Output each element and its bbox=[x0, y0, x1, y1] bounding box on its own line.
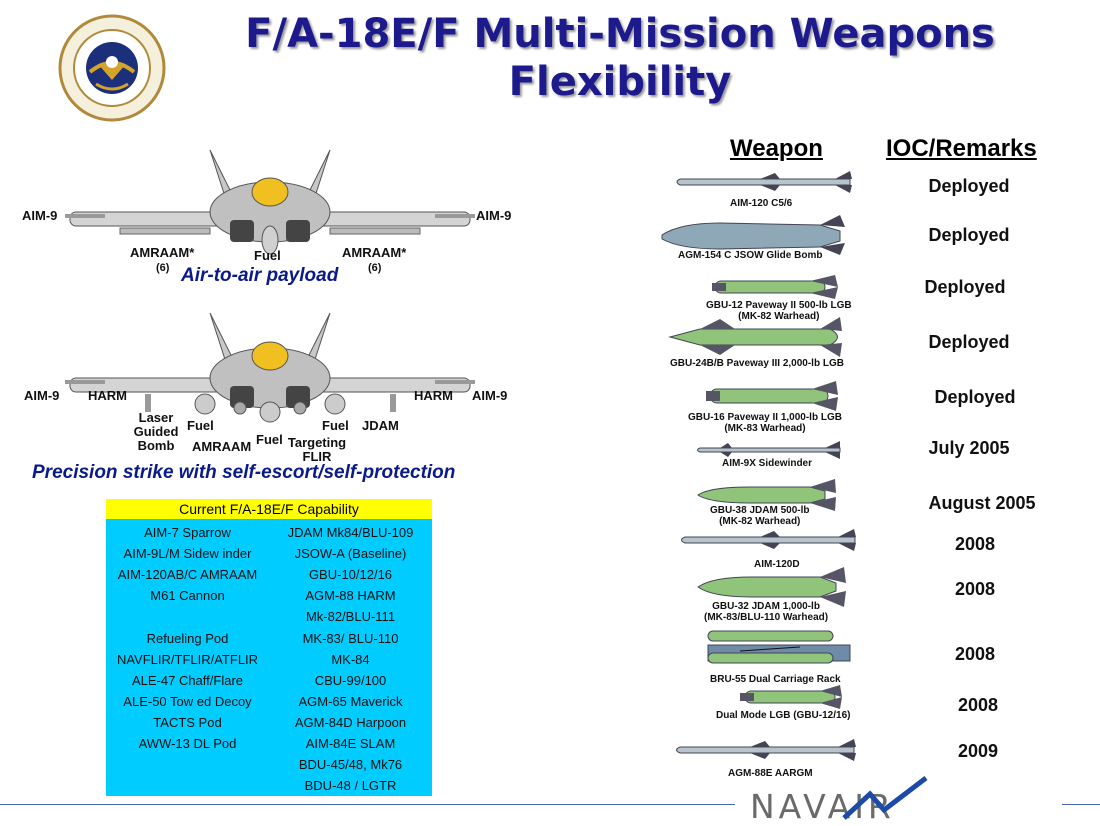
weapon-label-gbu16: GBU-16 Paveway II 1,000-lb LGB (MK-83 Wa… bbox=[688, 412, 842, 434]
capability-table-header: Current F/A-18E/F Capability bbox=[106, 499, 432, 519]
aim120c-missile-icon bbox=[676, 171, 852, 193]
capability-right-cell: AGM-84D Harpoon bbox=[294, 714, 407, 730]
weapon-label-dual-mode-lgb: Dual Mode LGB (GBU-12/16) bbox=[716, 710, 851, 721]
capability-left-cell: Refueling Pod bbox=[146, 630, 229, 646]
ioc-aargm: 2009 bbox=[957, 741, 999, 761]
fuel-right-label: Fuel bbox=[322, 418, 349, 433]
bru55-rack-icon bbox=[707, 630, 851, 664]
air-to-air-caption: Air-to-air payload bbox=[181, 265, 339, 286]
jdam-label: JDAM bbox=[362, 418, 399, 433]
gbu38-bomb-icon bbox=[697, 479, 836, 511]
aim9-right-strike-label: AIM-9 bbox=[472, 388, 508, 403]
capability-left-cell: NAVFLIR/TFLIR/ATFLIR bbox=[116, 651, 259, 667]
ioc-bru55: 2008 bbox=[954, 644, 996, 664]
capability-right-cell: MK-83/ BLU-110 bbox=[302, 630, 399, 646]
gbu24-bomb-icon bbox=[668, 317, 842, 357]
capability-right-cell: AGM-88 HARM bbox=[305, 588, 396, 604]
capability-right-cell: JSOW-A (Baseline) bbox=[294, 546, 407, 562]
capability-left-cell: M61 Cannon bbox=[150, 588, 225, 604]
weapon-label-bru55: BRU-55 Dual Carriage Rack bbox=[710, 674, 841, 685]
aim120d-missile-icon bbox=[681, 529, 856, 551]
weapon-column-header: Weapon bbox=[730, 135, 823, 162]
capability-left-cell: ALE-47 Chaff/Flare bbox=[131, 672, 244, 688]
capability-right-cell: BDU-48 / LGTR bbox=[304, 778, 397, 794]
ioc-aim120d: 2008 bbox=[954, 534, 996, 554]
capability-right-cell: BDU-45/48, Mk76 bbox=[298, 757, 403, 773]
capability-right-cell: MK-84 bbox=[331, 651, 370, 667]
aim9-left-strike-label: AIM-9 bbox=[24, 388, 60, 403]
title-line-1: F/A-18E/F Multi-Mission Weapons bbox=[245, 11, 995, 57]
aircraft-air-to-air-illustration bbox=[65, 149, 475, 255]
capability-left-cell: ALE-50 Tow ed Decoy bbox=[123, 693, 252, 709]
aim9-right-label: AIM-9 bbox=[476, 208, 512, 223]
ioc-aim9x: July 2005 bbox=[928, 438, 1010, 458]
capability-table: Current F/A-18E/F Capability AIM-7 Sparr… bbox=[106, 499, 432, 796]
dual-mode-lgb-icon bbox=[740, 685, 842, 709]
capability-right-cell: Mk-82/BLU-111 bbox=[305, 609, 396, 625]
ioc-aim120c: Deployed bbox=[928, 176, 1010, 196]
targeting-flir-label: Targeting FLIR bbox=[287, 435, 347, 464]
laser-guided-bomb-label: Laser Guided Bomb bbox=[133, 410, 179, 453]
amraam-right-count: (6) bbox=[368, 262, 382, 274]
fuel-top-label: Fuel bbox=[254, 248, 281, 263]
precision-strike-caption: Precision strike with self-escort/self-p… bbox=[32, 462, 456, 483]
title-line-2: Flexibility bbox=[508, 59, 732, 105]
aircraft-strike-illustration bbox=[65, 312, 475, 423]
gbu32-bomb-icon bbox=[697, 567, 846, 607]
aim9x-missile-icon bbox=[697, 441, 841, 459]
aim9-left-label: AIM-9 bbox=[22, 208, 58, 223]
fuel-center-label: Fuel bbox=[256, 432, 283, 447]
amraam-left-count: (6) bbox=[156, 262, 170, 274]
capability-left-cell: AIM-120AB/C AMRAAM bbox=[117, 567, 258, 583]
weapon-label-aargm: AGM-88E AARGM bbox=[728, 768, 813, 779]
capability-left-cell: TACTS Pod bbox=[153, 714, 222, 730]
gbu12-bomb-icon bbox=[712, 275, 838, 299]
weapon-illustrations bbox=[661, 171, 856, 761]
ioc-gbu38: August 2005 bbox=[928, 493, 1036, 513]
aargm-missile-icon bbox=[676, 739, 856, 761]
navair-swoosh-icon bbox=[842, 776, 928, 820]
weapon-label-aim120c: AIM-120 C5/6 bbox=[730, 198, 793, 209]
harm-right-label: HARM bbox=[414, 388, 453, 403]
ioc-gbu16: Deployed bbox=[934, 387, 1016, 407]
ioc-jsow: Deployed bbox=[928, 225, 1010, 245]
page-title: F/A-18E/F Multi-Mission Weapons Flexibil… bbox=[170, 10, 1070, 106]
amraam-right-label: AMRAAM* bbox=[342, 245, 407, 260]
amraam-strike-label: AMRAAM bbox=[192, 439, 252, 454]
ioc-column-header: IOC/Remarks bbox=[886, 135, 1037, 162]
footer-rule-left bbox=[0, 804, 735, 805]
weapon-label-gbu24: GBU-24B/B Paveway III 2,000-lb LGB bbox=[670, 358, 844, 369]
capability-left-cell: AIM-7 Sparrow bbox=[144, 525, 231, 540]
weapon-label-gbu38: GBU-38 JDAM 500-lb (MK-82 Warhead) bbox=[710, 505, 810, 527]
weapon-label-gbu12: GBU-12 Paveway II 500-lb LGB (MK-82 Warh… bbox=[706, 300, 852, 322]
capability-left-cell: AIM-9L/M Sidew inder bbox=[123, 546, 252, 562]
fuel-left-label: Fuel bbox=[187, 418, 214, 433]
navy-seal-logo bbox=[58, 14, 166, 122]
capability-right-cell: AGM-65 Maverick bbox=[298, 693, 403, 709]
capability-right-cell: GBU-10/12/16 bbox=[308, 567, 393, 583]
weapon-label-aim120d: AIM-120D bbox=[754, 559, 800, 570]
harm-left-label: HARM bbox=[88, 388, 127, 403]
ioc-gbu24: Deployed bbox=[928, 332, 1010, 352]
weapon-label-gbu32: GBU-32 JDAM 1,000-lb (MK-83/BLU-110 Warh… bbox=[704, 601, 829, 623]
ioc-dual-mode-lgb: 2008 bbox=[957, 695, 999, 715]
jsow-glide-bomb-icon bbox=[661, 215, 845, 255]
capability-right-cell: AIM-84E SLAM bbox=[305, 736, 396, 751]
ioc-gbu12: Deployed bbox=[924, 277, 1006, 297]
amraam-left-label: AMRAAM* bbox=[130, 245, 195, 260]
weapon-label-aim9x: AIM-9X Sidewinder bbox=[722, 458, 813, 469]
footer-rule-right bbox=[1062, 804, 1100, 805]
capability-right-cell: JDAM Mk84/BLU-109 bbox=[287, 525, 414, 540]
ioc-gbu32: 2008 bbox=[954, 579, 996, 599]
capability-left-cell: AWW-13 DL Pod bbox=[138, 736, 237, 751]
weapon-label-jsow: AGM-154 C JSOW Glide Bomb bbox=[678, 250, 823, 261]
gbu16-bomb-icon bbox=[706, 381, 838, 411]
capability-right-cell: CBU-99/100 bbox=[314, 672, 387, 688]
